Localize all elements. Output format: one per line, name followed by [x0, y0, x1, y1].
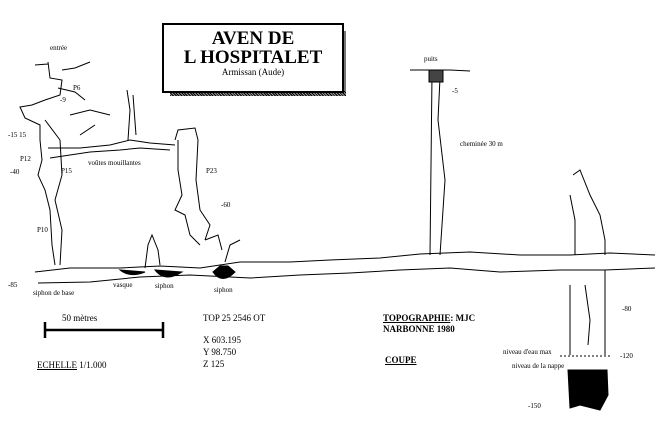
section-entrance-blocks: [428, 69, 444, 83]
label-siphon-2: siphon: [214, 286, 233, 294]
coord-x: X 603.195: [203, 335, 241, 345]
label-depth-150: -150: [528, 402, 541, 410]
passage-p23: [174, 127, 211, 246]
credit-topo-by: : MJC: [450, 313, 476, 323]
label-cheminee: cheminée 30 m: [460, 140, 503, 148]
title-line-2: L HOSPITALET: [183, 47, 323, 68]
label-depth-120: -120: [620, 352, 633, 360]
section-shaft-2: [569, 169, 606, 355]
passage-upper-branch: [69, 89, 137, 141]
label-p23: P23: [206, 167, 217, 175]
passage-side: [144, 233, 241, 269]
main-gallery: [34, 251, 656, 284]
title-location: Armissan (Aude): [221, 67, 285, 77]
credit-topo-word: TOPOGRAPHIE: [383, 313, 451, 323]
scale-bar: [43, 322, 165, 338]
credit-topo: TOPOGRAPHIE: MJC: [383, 313, 475, 323]
label-p15: P15: [61, 167, 72, 175]
label-depth-60: -60: [221, 201, 231, 209]
label-depth-85: -85: [8, 281, 18, 289]
echelle-word: ECHELLE: [37, 360, 77, 370]
passage-voutes: [48, 139, 176, 159]
label-depth-9: -9: [60, 96, 66, 104]
label-p10: P10: [37, 226, 48, 234]
scale-label: 50 mètres: [62, 313, 98, 323]
label-depth-40: -40: [10, 168, 20, 176]
water-body: [567, 369, 609, 411]
coord-y: Y 98.750: [203, 347, 237, 357]
label-coupe: COUPE: [385, 355, 417, 365]
label-niveau-nappe: niveau de la nappe: [512, 362, 565, 370]
label-entree: entrée: [50, 44, 68, 52]
scale-ratio: 1/1.000: [79, 360, 107, 370]
coord-top: TOP 25 2546 OT: [203, 313, 266, 323]
label-voutes-mouillantes: voûtes mouillantes: [88, 159, 141, 167]
title-line-1: AVEN DE: [211, 28, 295, 49]
label-p12: P12: [20, 155, 31, 163]
label-siphon-de-base: siphon de base: [33, 289, 75, 297]
passage-entrance-2: [44, 61, 91, 266]
sump-siphon-2: [212, 265, 236, 279]
scale-echelle: ECHELLE 1/1.000: [37, 360, 107, 370]
label-depth-80: -80: [622, 305, 632, 313]
label-vasque: vasque: [113, 281, 133, 289]
label-p6: P6: [73, 84, 81, 92]
label-siphon-1: siphon: [155, 282, 174, 290]
credit-city: NARBONNE 1980: [383, 324, 455, 334]
label-depth-15: -15 15: [8, 131, 27, 139]
coord-z: Z 125: [203, 359, 225, 369]
sump-siphon-1: [153, 269, 184, 278]
label-puits: puits: [424, 55, 438, 63]
title-box: AVEN DE L HOSPITALET Armissan (Aude): [162, 23, 344, 93]
label-depth-5: -5: [452, 87, 458, 95]
sump-vasque: [118, 269, 146, 276]
section-shaft-1: [410, 69, 471, 256]
passage-entrance: [19, 61, 63, 266]
label-niveau-max: niveau d'eau max: [503, 348, 552, 356]
